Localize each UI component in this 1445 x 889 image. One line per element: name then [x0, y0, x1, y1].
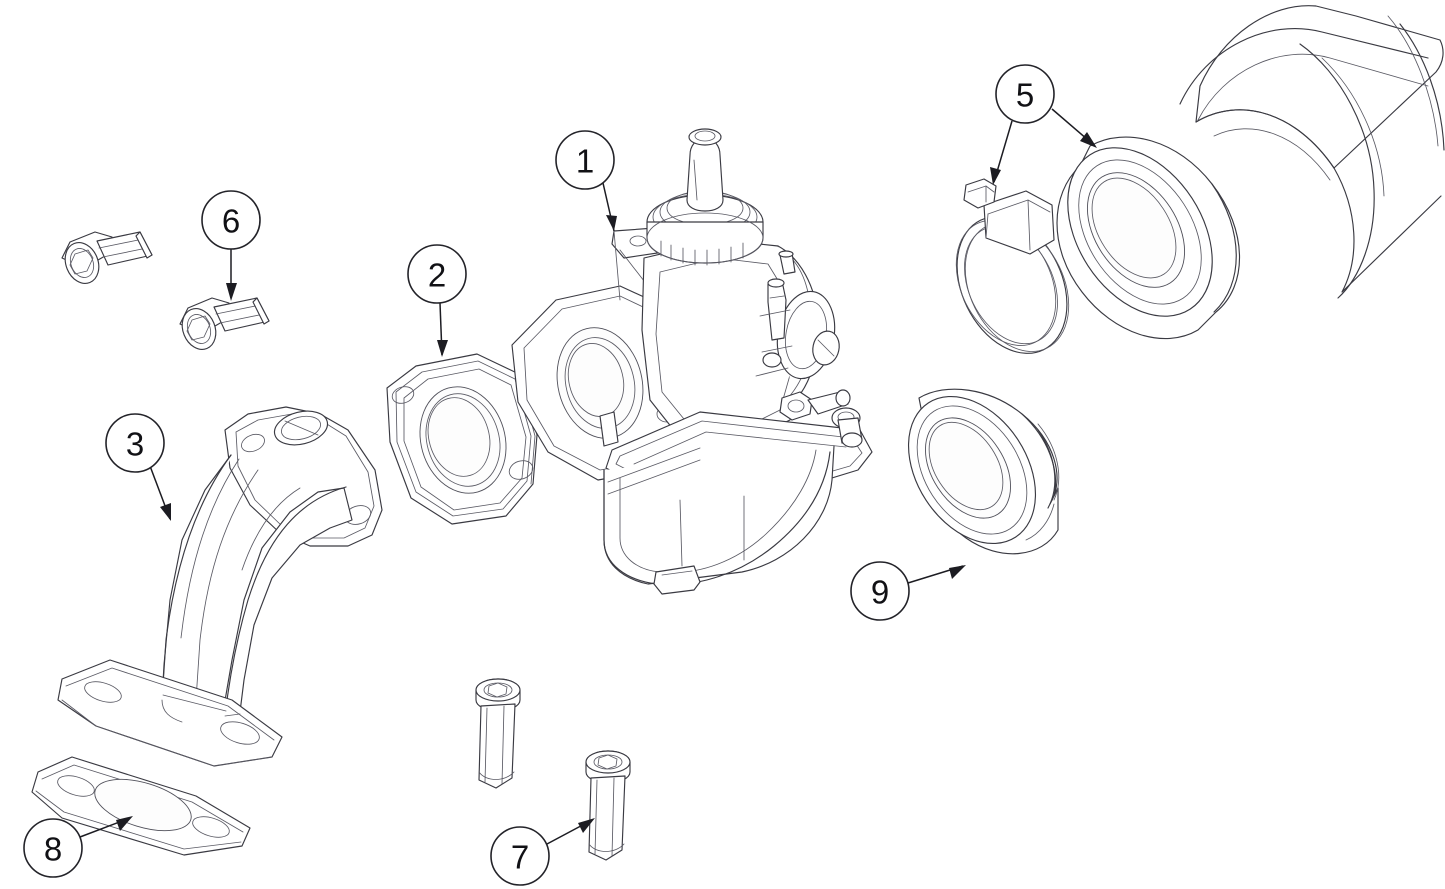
callout-7[interactable]: 7 [490, 818, 595, 886]
callout-9-label: 9 [871, 574, 889, 611]
callout-6[interactable]: 6 [201, 190, 261, 301]
part-socket-cap-screw-short-b [179, 297, 270, 350]
part-socket-cap-screw-long-b [585, 750, 631, 861]
part-air-filter-adapter-ring [907, 388, 1060, 555]
callout-1-arrowhead [606, 215, 617, 231]
callout-6-bubble[interactable] [201, 190, 261, 250]
callout-1[interactable]: 1 [555, 130, 617, 232]
callout-1-label: 1 [576, 143, 594, 180]
callout-7-label: 7 [511, 839, 529, 876]
part-intake-flange-gasket [386, 353, 538, 525]
callout-8[interactable]: 8 [23, 816, 133, 878]
callout-2-bubble[interactable] [407, 244, 467, 304]
callout-2[interactable]: 2 [407, 244, 467, 357]
callout-5-label: 5 [1016, 77, 1034, 114]
part-air-filter-element [1056, 5, 1445, 340]
callout-5[interactable]: 5 [990, 64, 1097, 185]
part-socket-cap-screw-long-a [475, 678, 521, 789]
callout-2-arrowhead [437, 340, 448, 357]
callout-6-arrowhead [226, 283, 237, 301]
part-air-filter-hose-clamp [955, 178, 1070, 354]
part-socket-cap-screw-short-a [61, 231, 153, 284]
callout-5-arrowhead-clamp [990, 167, 1001, 185]
callout-8-arrowhead [116, 816, 133, 831]
part-carburetor-body [511, 128, 873, 595]
callout-3-arrowhead [160, 503, 171, 521]
callout-9-arrowhead [949, 565, 966, 579]
callout-3[interactable]: 3 [105, 413, 171, 521]
callout-3-label: 3 [126, 426, 144, 463]
callout-3-bubble[interactable] [105, 413, 165, 473]
callout-8-label: 8 [44, 831, 62, 868]
callout-8-bubble[interactable] [23, 818, 83, 878]
part-intake-manifold [57, 406, 383, 767]
callout-7-arrowhead [578, 818, 595, 833]
callout-9-bubble[interactable] [850, 561, 910, 621]
part-manifold-base-gasket [31, 756, 251, 856]
callout-5-bubble[interactable] [995, 64, 1055, 124]
callout-7-bubble[interactable] [490, 826, 550, 886]
callout-5-arrowhead-collar [1080, 132, 1097, 148]
callout-9[interactable]: 9 [850, 561, 966, 621]
callout-6-label: 6 [222, 203, 240, 240]
callout-2-label: 2 [428, 257, 446, 294]
callout-1-bubble[interactable] [555, 130, 615, 190]
